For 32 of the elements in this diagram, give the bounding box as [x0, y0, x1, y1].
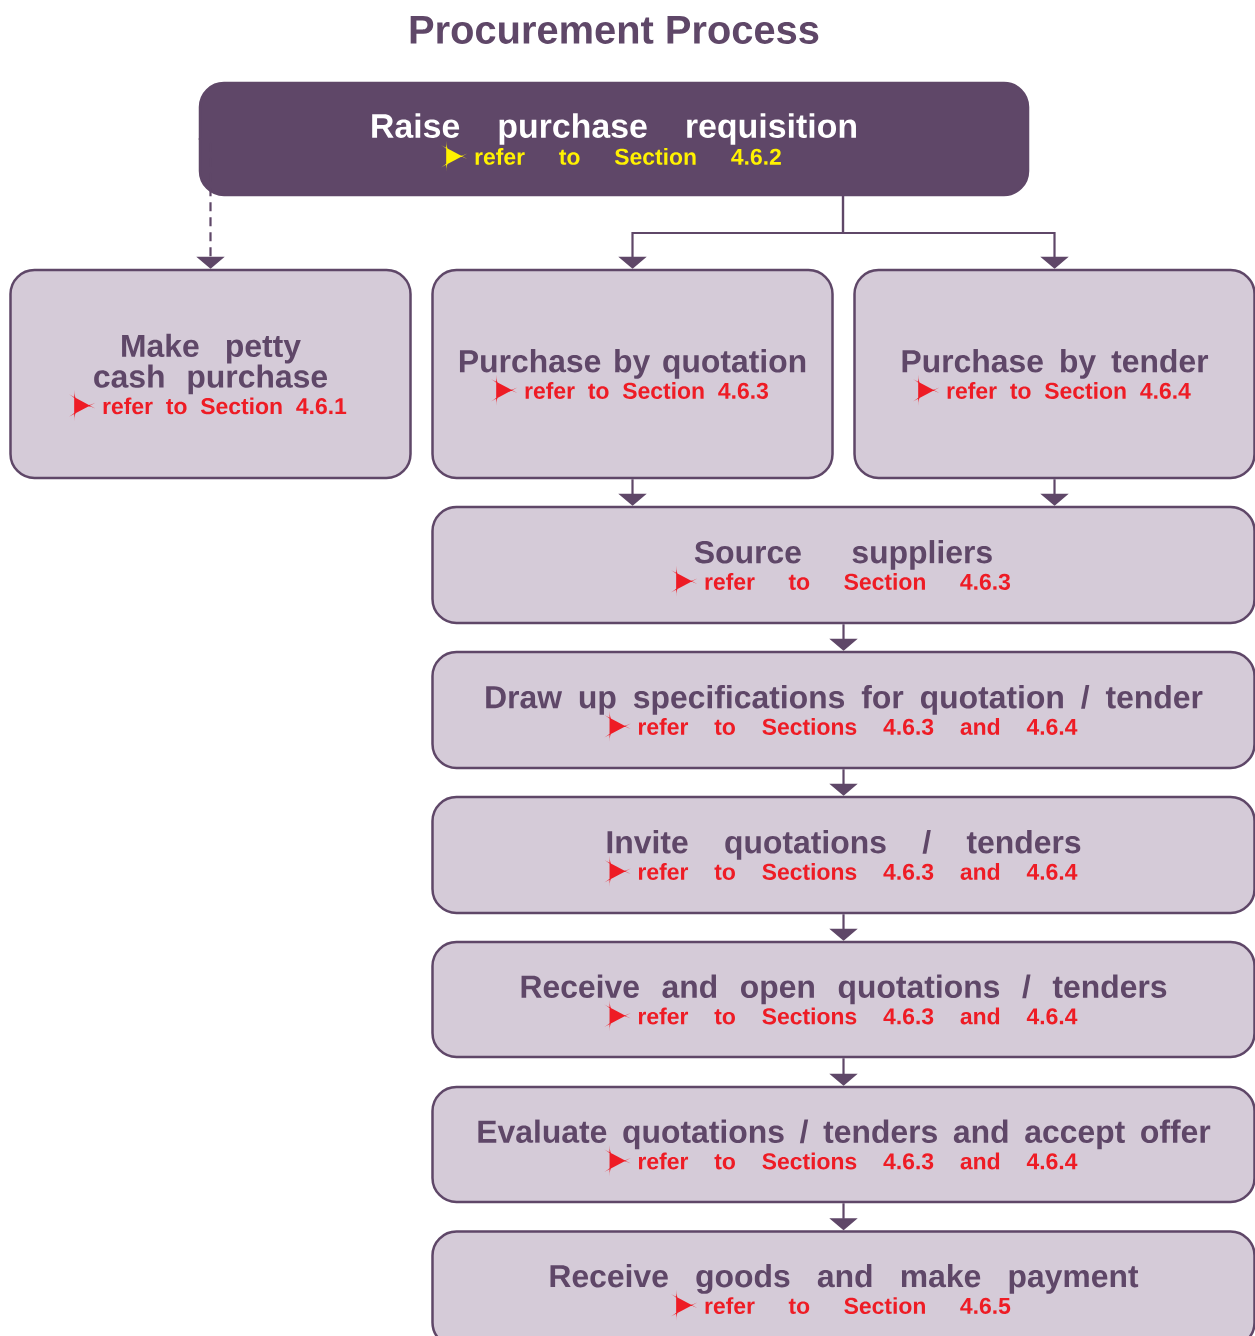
- box-heading: Draw up specifications for quotation / tender: [486, 685, 1203, 715]
- process-box: [431, 650, 1255, 770]
- box-heading: Source suppliers: [694, 540, 992, 570]
- section-reference: refer to Sections 4.6.3 and 4.6.4: [638, 1152, 1078, 1170]
- process-box: [853, 268, 1255, 480]
- process-box: [431, 268, 834, 480]
- box-heading: Evaluate quotations / tenders and accept offer: [478, 1119, 1211, 1150]
- section-reference: refer to Section 4.6.4: [947, 382, 1191, 399]
- process-box: [431, 795, 1255, 915]
- process-box: [198, 81, 1030, 197]
- process-box: [9, 268, 412, 480]
- box-heading: Invite quotations / tenders: [607, 830, 1081, 860]
- box-heading: Raise purchase requisition: [372, 113, 856, 145]
- section-reference: refer to Section 4.6.2: [475, 148, 781, 165]
- box-heading: Purchase by quotation: [459, 349, 806, 379]
- section-reference: refer to Sections 4.6.3 and 4.6.4: [638, 863, 1078, 880]
- title: Procurement Process: [410, 16, 819, 44]
- section-reference: refer to Section 4.6.5: [705, 1297, 1011, 1314]
- box-heading: Make petty cash purchase: [94, 333, 327, 395]
- box-heading: Purchase by tender: [902, 349, 1209, 379]
- process-box: [431, 1085, 1255, 1204]
- process-box: [431, 1230, 1255, 1336]
- process-box: [431, 940, 1255, 1059]
- box-heading: Receive goods and make payment: [550, 1264, 1139, 1294]
- section-reference: refer to Sections 4.6.3 and 4.6.4: [638, 718, 1078, 735]
- section-reference: refer to Section 4.6.3: [525, 382, 768, 399]
- box-heading: Receive and open quotations / tenders: [521, 974, 1167, 1005]
- section-reference: refer to Sections 4.6.3 and 4.6.4: [638, 1007, 1078, 1025]
- section-reference: refer to Section 4.6.1: [103, 397, 347, 415]
- section-reference: refer to Section 4.6.3: [705, 573, 1011, 590]
- process-box: [431, 505, 1255, 625]
- arrow: [841, 195, 1069, 269]
